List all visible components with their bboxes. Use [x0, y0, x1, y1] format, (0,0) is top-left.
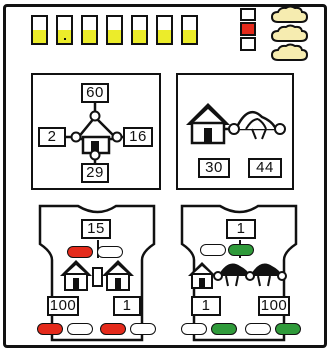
meter-fill	[58, 30, 71, 43]
shop-right-panel[interactable]	[172, 196, 306, 342]
house-icon	[186, 103, 230, 143]
shop-left-top-pill-2[interactable]	[97, 246, 123, 258]
shop-right-top-pill-2[interactable]	[228, 244, 254, 256]
weather-icons	[268, 6, 318, 62]
shop-right-right-value: 100	[258, 296, 290, 316]
shop-left-bottom-pill-4[interactable]	[130, 323, 156, 335]
meter-fill	[83, 30, 96, 43]
shop-right-top-pill-1[interactable]	[200, 244, 226, 256]
house-icon	[77, 117, 117, 153]
shop-left-panel[interactable]	[30, 196, 164, 342]
shop-right-bottom-pill-4[interactable]	[275, 323, 301, 335]
cloud-icon	[272, 7, 307, 23]
shop-left-left-value: 100	[47, 296, 79, 316]
shop-left-bottom-pill-1[interactable]	[37, 323, 63, 335]
gauge-level-1	[240, 8, 256, 21]
cloud-icon	[272, 26, 307, 42]
shop-right-bottom-pill-2[interactable]	[211, 323, 237, 335]
cloud-icon	[272, 45, 307, 61]
shop-left-top-value: 15	[81, 219, 111, 239]
houses-right-value: 44	[248, 158, 282, 178]
meter-dot	[64, 38, 66, 40]
shop-left-bottom-pill-2[interactable]	[67, 323, 93, 335]
houses-left-value: 30	[198, 158, 230, 178]
shop-left-bottom-pill-3[interactable]	[100, 323, 126, 335]
meter-cell	[106, 15, 123, 45]
junction-right-value: 16	[123, 127, 153, 147]
shop-right-bottom-pill-1[interactable]	[181, 323, 207, 335]
meter-cell	[181, 15, 198, 45]
junction-bottom-value: 29	[81, 163, 109, 183]
meter-fill	[183, 30, 196, 43]
meter-cell	[31, 15, 48, 45]
gauge-level-2	[240, 22, 256, 36]
junction-top-value: 60	[81, 83, 109, 103]
meter-cell	[131, 15, 148, 45]
meter-cell	[56, 15, 73, 45]
status-gauge	[236, 8, 266, 58]
shop-right-bottom-pill-3[interactable]	[245, 323, 271, 335]
shop-right-top-value: 1	[226, 219, 256, 239]
shop-left-top-pill-1[interactable]	[67, 246, 93, 258]
gauge-level-3	[240, 37, 256, 51]
meter-cell	[81, 15, 98, 45]
junction-left-value: 2	[38, 127, 66, 147]
meter-fill	[108, 30, 121, 43]
shop-left-right-value: 1	[113, 296, 141, 316]
meter-fill	[158, 30, 171, 43]
meter-cell	[156, 15, 173, 45]
shop-right-left-value: 1	[191, 296, 221, 316]
covered-market-icon	[236, 112, 276, 139]
meter-fill	[33, 30, 46, 43]
meter-fill	[133, 30, 146, 43]
